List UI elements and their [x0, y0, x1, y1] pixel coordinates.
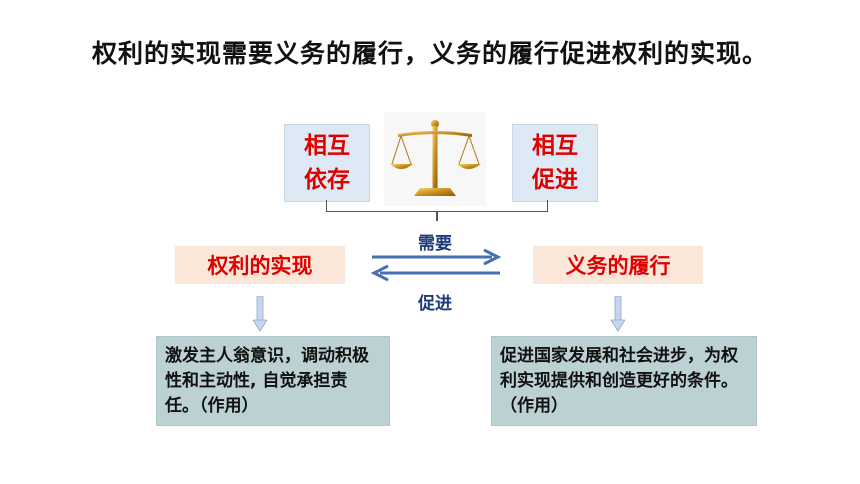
mutual-dependence-line1: 相互 [304, 133, 350, 159]
rights-effect-box: 激发主人翁意识，调动积极性和主动性, 自觉承担责任。（作用） [156, 336, 390, 426]
mutual-promotion-line1: 相互 [532, 133, 578, 159]
mutual-promotion-box: 相互 促进 [512, 124, 598, 202]
duties-effect-box: 促进国家发展和社会进步，为权利实现提供和创造更好的条件。（作用） [491, 336, 757, 426]
slide-title: 权利的实现需要义务的履行，义务的履行促进权利的实现。 [91, 39, 768, 68]
need-label: 需要 [418, 234, 452, 254]
balance-scale-icon [384, 112, 486, 206]
mutual-dependence-box: 相互 依存 [284, 124, 370, 202]
mutual-promotion-line2: 促进 [532, 167, 578, 193]
left-arrow-icon [370, 264, 500, 282]
promote-label: 促进 [418, 294, 452, 314]
mutual-dependence-line2: 依存 [304, 167, 350, 193]
bidirectional-arrows [370, 248, 502, 282]
duties-fulfillment-box: 义务的履行 [533, 246, 703, 284]
connector-stem [436, 211, 438, 221]
right-arrow-icon [372, 248, 502, 266]
down-arrow-icon [611, 296, 625, 332]
rights-realization-box: 权利的实现 [175, 246, 345, 284]
down-arrow-icon [253, 296, 267, 332]
